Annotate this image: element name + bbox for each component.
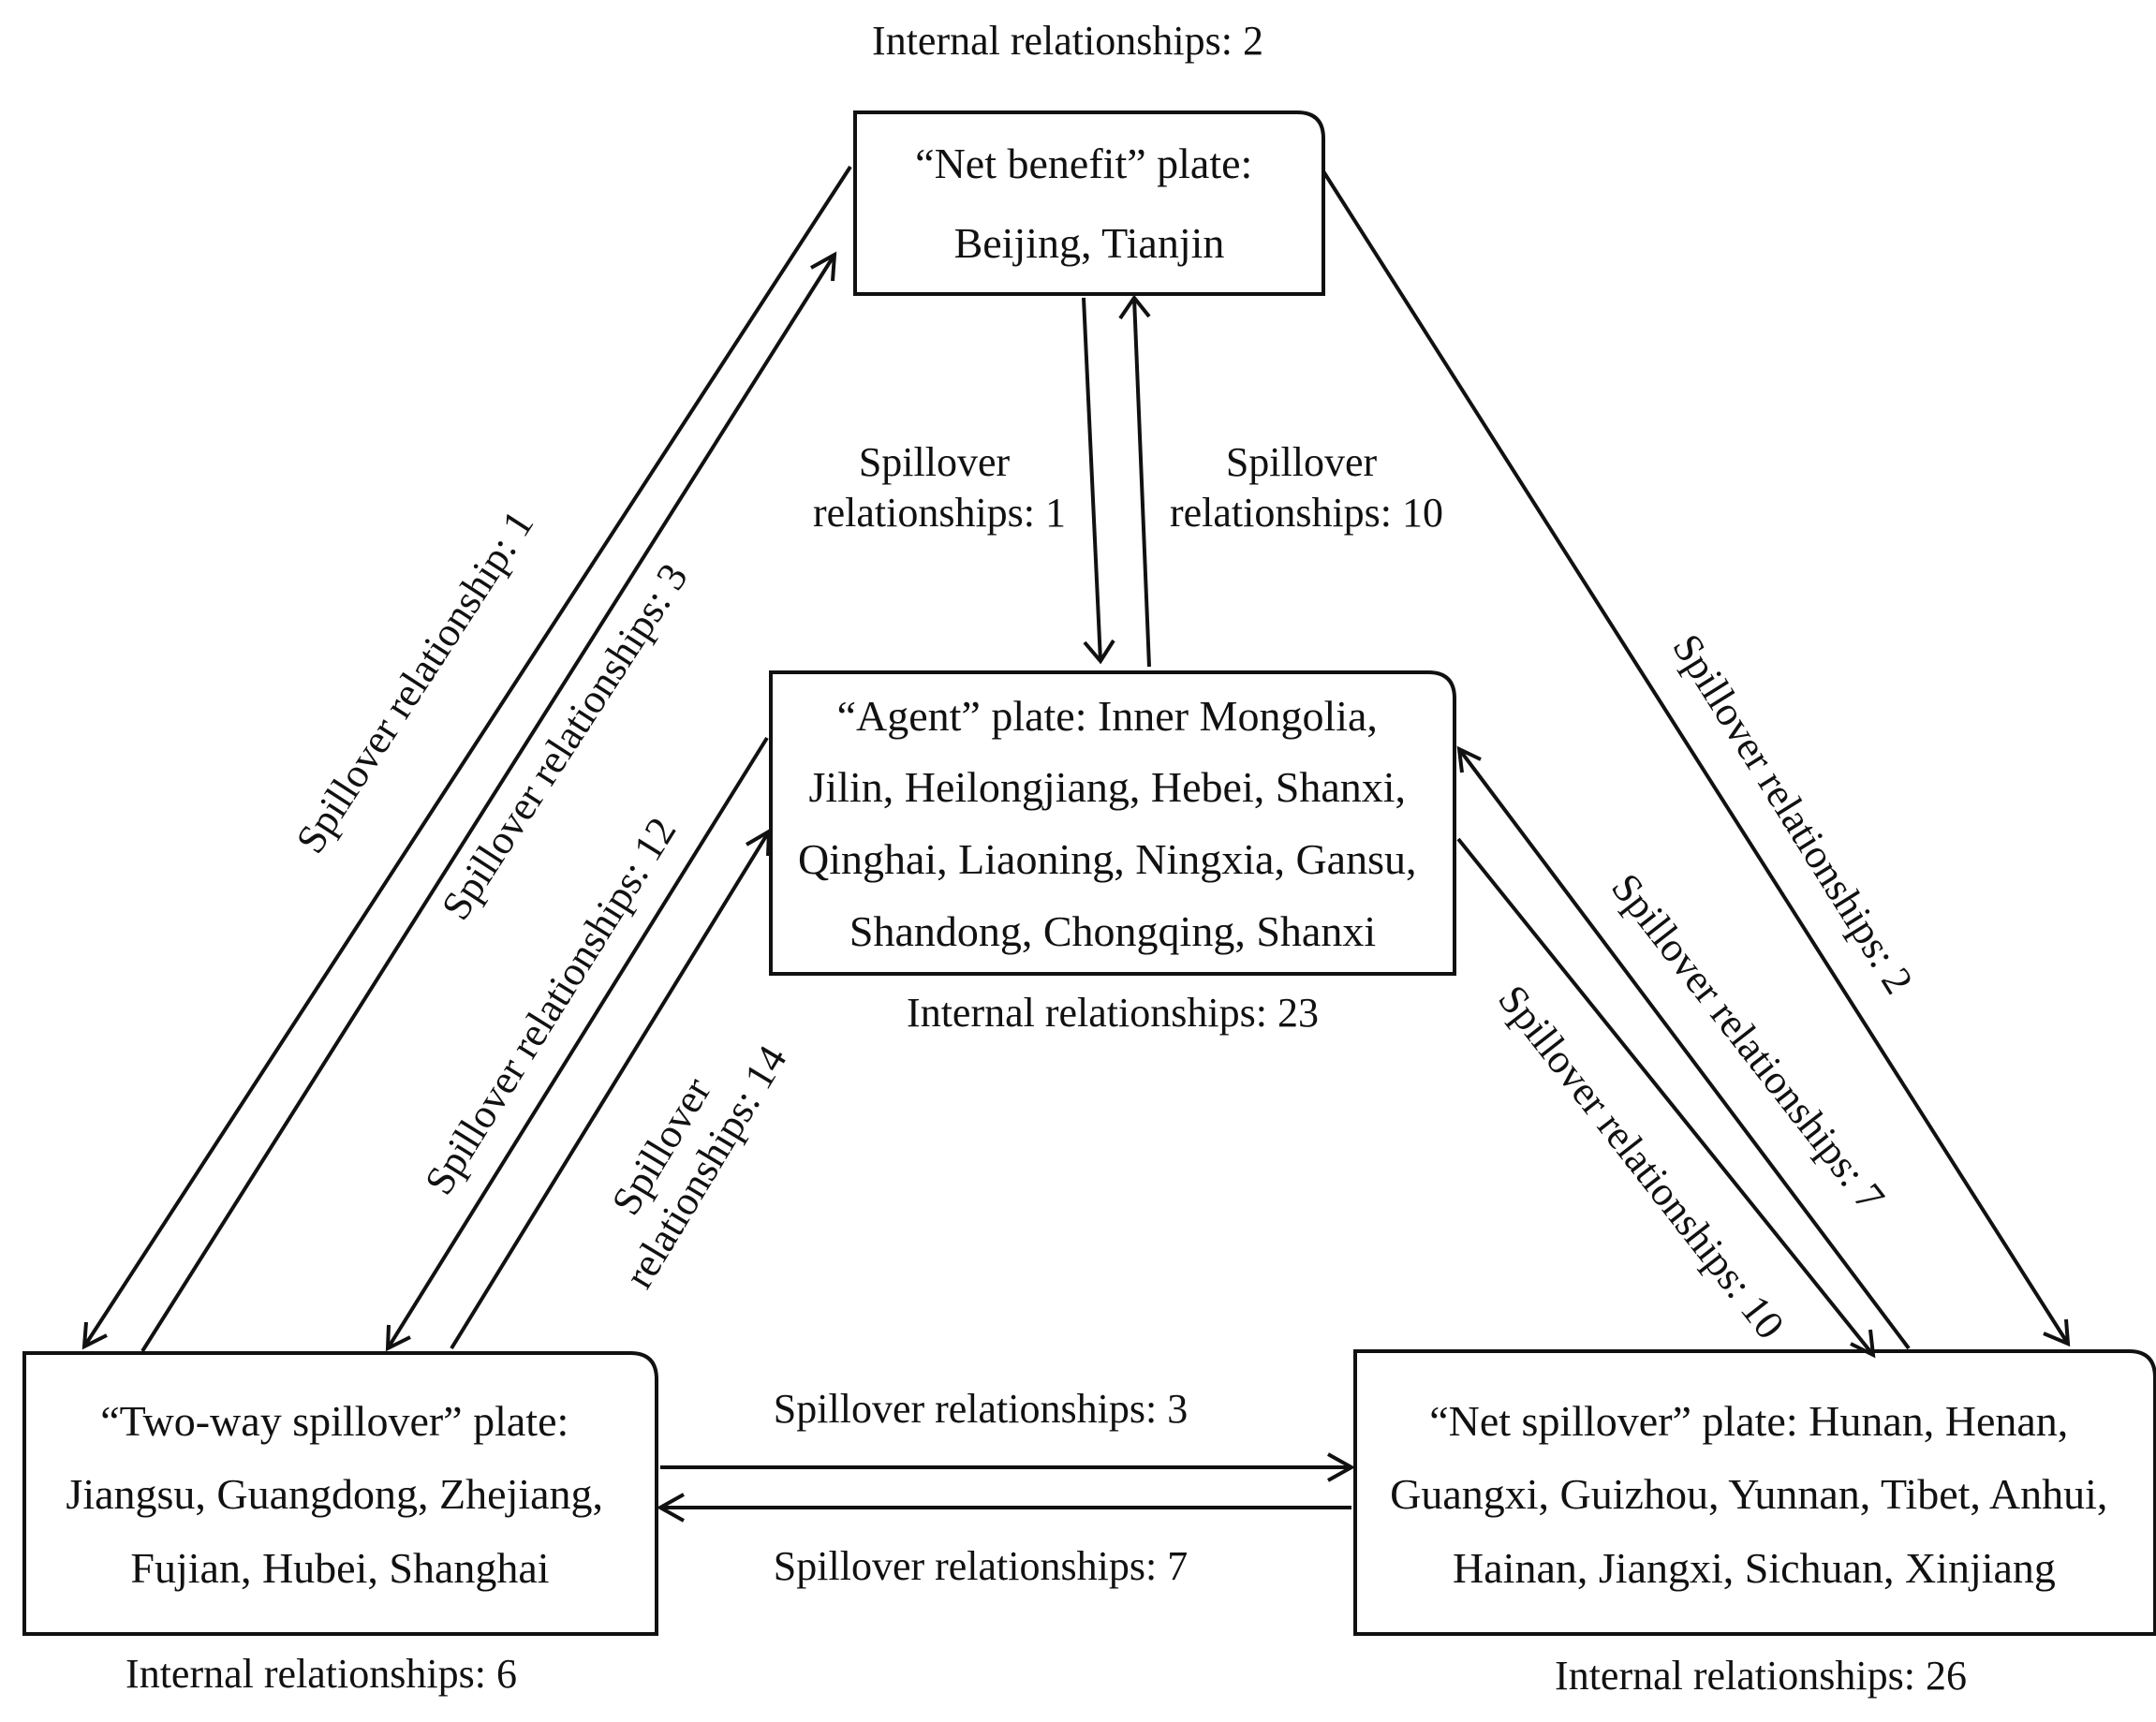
label-twoway-to-agent: Spillover relationships: 14 xyxy=(574,1012,796,1296)
arrowhead-twoway-to-netspillover xyxy=(1327,1452,1356,1482)
arrow-twoway-to-agent xyxy=(450,830,771,1350)
label-agent-to-netbenefit-line-2: relationships: 10 xyxy=(1170,490,1443,536)
agent-line-3: Qinghai, Liaoning, Ningxia, Gansu, xyxy=(798,835,1417,883)
svg-text:Spillover relationships:: Spillover relationships: 14 xyxy=(574,1012,796,1295)
arrowhead-netspillover-to-twoway xyxy=(656,1493,685,1523)
net-spillover-plate-box xyxy=(1353,1349,2156,1636)
net-spillover-line-2: Guangxi, Guizhou, Yunnan, Tibet, Anhui, xyxy=(1390,1470,2107,1518)
arrowhead-netspillover-to-agent xyxy=(1456,745,1482,773)
arrow-agent-to-netbenefit xyxy=(1132,297,1151,668)
net-benefit-line-1: “Net benefit” plate: xyxy=(915,140,1252,187)
net-benefit-plate-text: “Net benefit” plate: Beijing, Tianjin xyxy=(915,140,1263,267)
arrowhead-agent-to-netbenefit xyxy=(1118,294,1151,320)
label-netbenefit-to-agent-line-1: Spillover xyxy=(859,439,1011,485)
two-way-plate-box xyxy=(22,1351,658,1636)
arrow-agent-to-netspillover xyxy=(1456,837,1875,1357)
net-benefit-line-2: Beijing, Tianjin xyxy=(954,219,1225,267)
two-way-plate-text: “Two-way spillover” plate: Jiangsu, Guan… xyxy=(66,1397,613,1592)
net-spillover-internal-label: Internal relationships: 26 xyxy=(1555,1653,1967,1699)
label-netbenefit-to-agent-line-2: relationships: 1 xyxy=(813,490,1066,536)
arrow-netspillover-to-agent xyxy=(1457,747,1911,1350)
agent-plate-box xyxy=(769,670,1456,976)
two-way-line-2: Jiangsu, Guangdong, Zhejiang, xyxy=(66,1470,603,1518)
net-benefit-plate-box xyxy=(853,110,1325,296)
arrowhead-agent-to-twoway xyxy=(385,1324,411,1352)
label-agent-to-netbenefit: Spillover relationships: 10 xyxy=(1170,439,1443,536)
agent-plate-text: “Agent” plate: Inner Mongolia, Jilin, He… xyxy=(798,692,1427,955)
net-spillover-line-3: Hainan, Jiangxi, Sichuan, Xinjiang xyxy=(1453,1544,2056,1592)
arrowhead-twoway-to-agent xyxy=(745,828,772,857)
arrowhead-twoway-to-netbenefit xyxy=(810,251,837,282)
label-netbenefit-to-agent: Spillover relationships: 1 xyxy=(813,439,1066,536)
net-spillover-line-1: “Net spillover” plate: Hunan, Henan, xyxy=(1429,1397,2068,1445)
label-netspillover-to-twoway: Spillover relationships: 7 xyxy=(774,1543,1188,1589)
arrowhead-netbenefit-to-twoway xyxy=(81,1321,108,1350)
arrows xyxy=(81,165,2071,1523)
arrow-netbenefit-to-agent xyxy=(1082,297,1102,662)
agent-line-1: “Agent” plate: Inner Mongolia, xyxy=(837,692,1378,740)
arrow-netbenefit-to-twoway xyxy=(82,165,852,1348)
arrow-twoway-to-netbenefit xyxy=(140,253,836,1353)
net-spillover-plate-text: “Net spillover” plate: Hunan, Henan, Gua… xyxy=(1390,1397,2119,1592)
agent-line-2: Jilin, Heilongjiang, Hebei, Shanxi, xyxy=(808,763,1406,811)
arrow-netbenefit-to-netspillover xyxy=(1322,169,2070,1346)
two-way-line-3: Fujian, Hubei, Shanghai xyxy=(130,1544,549,1592)
net-benefit-internal-label: Internal relationships: 2 xyxy=(872,18,1263,64)
two-way-line-1: “Two-way spillover” plate: xyxy=(100,1397,569,1445)
agent-internal-label: Internal relationships: 23 xyxy=(907,990,1319,1036)
arrowhead-agent-to-netspillover xyxy=(1850,1329,1876,1359)
label-agent-to-netbenefit-line-1: Spillover xyxy=(1226,439,1378,485)
arrowhead-netbenefit-to-netspillover xyxy=(2043,1318,2071,1347)
agent-line-4: Shandong, Chongqing, Shanxi xyxy=(849,907,1376,955)
label-twoway-to-netspillover: Spillover relationships: 3 xyxy=(774,1386,1188,1432)
arrowhead-netbenefit-to-agent xyxy=(1083,639,1115,665)
two-way-internal-label: Internal relationships: 6 xyxy=(126,1651,517,1697)
arrow-agent-to-twoway xyxy=(386,736,769,1350)
